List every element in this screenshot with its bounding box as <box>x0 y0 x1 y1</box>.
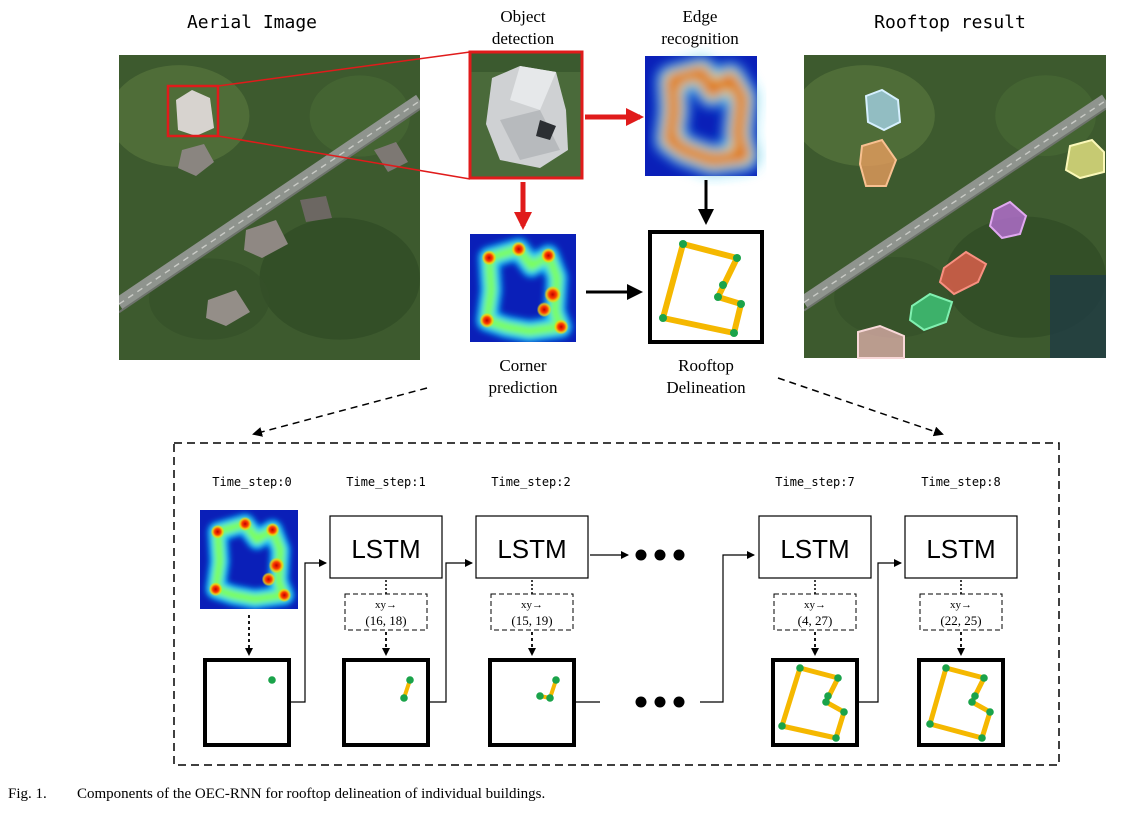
ellipsis-top <box>635 549 685 561</box>
time-step-label-2: Time_step:2 <box>491 475 570 489</box>
step7-output-box <box>771 658 859 747</box>
xy-coord-7: (4, 27) <box>798 613 833 628</box>
xy-coord-2: (15, 19) <box>511 613 552 628</box>
ellipsis-bottom <box>635 696 685 708</box>
xy-box-1 <box>344 593 428 631</box>
aerial-image-title: Aerial Image <box>187 12 317 33</box>
edge-heatmap <box>645 56 759 176</box>
zoom-line-bottom <box>217 135 471 180</box>
rnn-panel <box>173 442 1060 766</box>
time-step-label-1: Time_step:1 <box>346 475 425 489</box>
zoom-line-top <box>217 51 471 87</box>
lstm-box-7 <box>758 515 872 579</box>
lstm-label-8: LSTM <box>926 534 995 564</box>
dashed-arrow-left <box>252 387 428 437</box>
xy-label-2: xy→ <box>521 599 543 611</box>
rooftop-result-title: Rooftop result <box>874 12 1026 33</box>
connector-0-1 <box>291 559 327 703</box>
step0-corner-heatmap <box>200 510 298 609</box>
lstm-box-2 <box>475 515 589 579</box>
xy-box-2 <box>490 593 574 631</box>
caption-text: Components of the OEC-RNN for rooftop de… <box>77 786 545 802</box>
lstm-label-1: LSTM <box>351 534 420 564</box>
time-step-label-7: Time_step:7 <box>775 475 854 489</box>
connector-1-2 <box>430 559 473 703</box>
xy-coord-8: (22, 25) <box>940 613 981 628</box>
lstm-box-8 <box>904 515 1018 579</box>
aerial-image <box>109 55 420 360</box>
lstm-box-1 <box>329 515 443 579</box>
connector-to-lstm7 <box>700 551 755 703</box>
xy-label-8: xy→ <box>950 599 972 611</box>
object-detection-label-line2: detection <box>492 29 555 48</box>
rooftop-delineation-label-line1: Rooftop <box>678 356 734 375</box>
object-detection-label-line1: Object <box>500 7 546 26</box>
corner-prediction-label-line2: prediction <box>489 378 558 397</box>
xy-coord-1: (16, 18) <box>365 613 406 628</box>
rooftop-delineation-label-line2: Delineation <box>666 378 746 397</box>
xy-label-1: xy→ <box>375 599 397 611</box>
xy-label-7: xy→ <box>804 599 826 611</box>
edge-recognition-label-line2: recognition <box>661 29 739 48</box>
lstm-label-2: LSTM <box>497 534 566 564</box>
corner-heatmap <box>470 234 576 342</box>
xy-box-8 <box>919 593 1003 631</box>
lstm-label-7: LSTM <box>780 534 849 564</box>
caption-label: Fig. 1. <box>8 786 47 802</box>
xy-box-7 <box>773 593 857 631</box>
object-detection-crop <box>468 50 584 180</box>
detection-box <box>166 84 220 138</box>
dashed-arrow-right <box>777 377 944 437</box>
rooftop-delineation <box>648 230 764 344</box>
edge-recognition-label-line1: Edge <box>683 7 718 26</box>
step1-output-box <box>342 658 430 747</box>
time-step-label-8: Time_step:8 <box>921 475 1000 489</box>
time-step-label-0: Time_step:0 <box>212 475 291 489</box>
corner-prediction-label-line1: Corner <box>499 356 547 375</box>
step8-output-box <box>917 658 1005 747</box>
rooftop-result-image <box>794 55 1106 359</box>
step2-output-box <box>488 658 576 747</box>
connector-7-8 <box>859 559 902 703</box>
step0-output-box <box>203 658 291 747</box>
